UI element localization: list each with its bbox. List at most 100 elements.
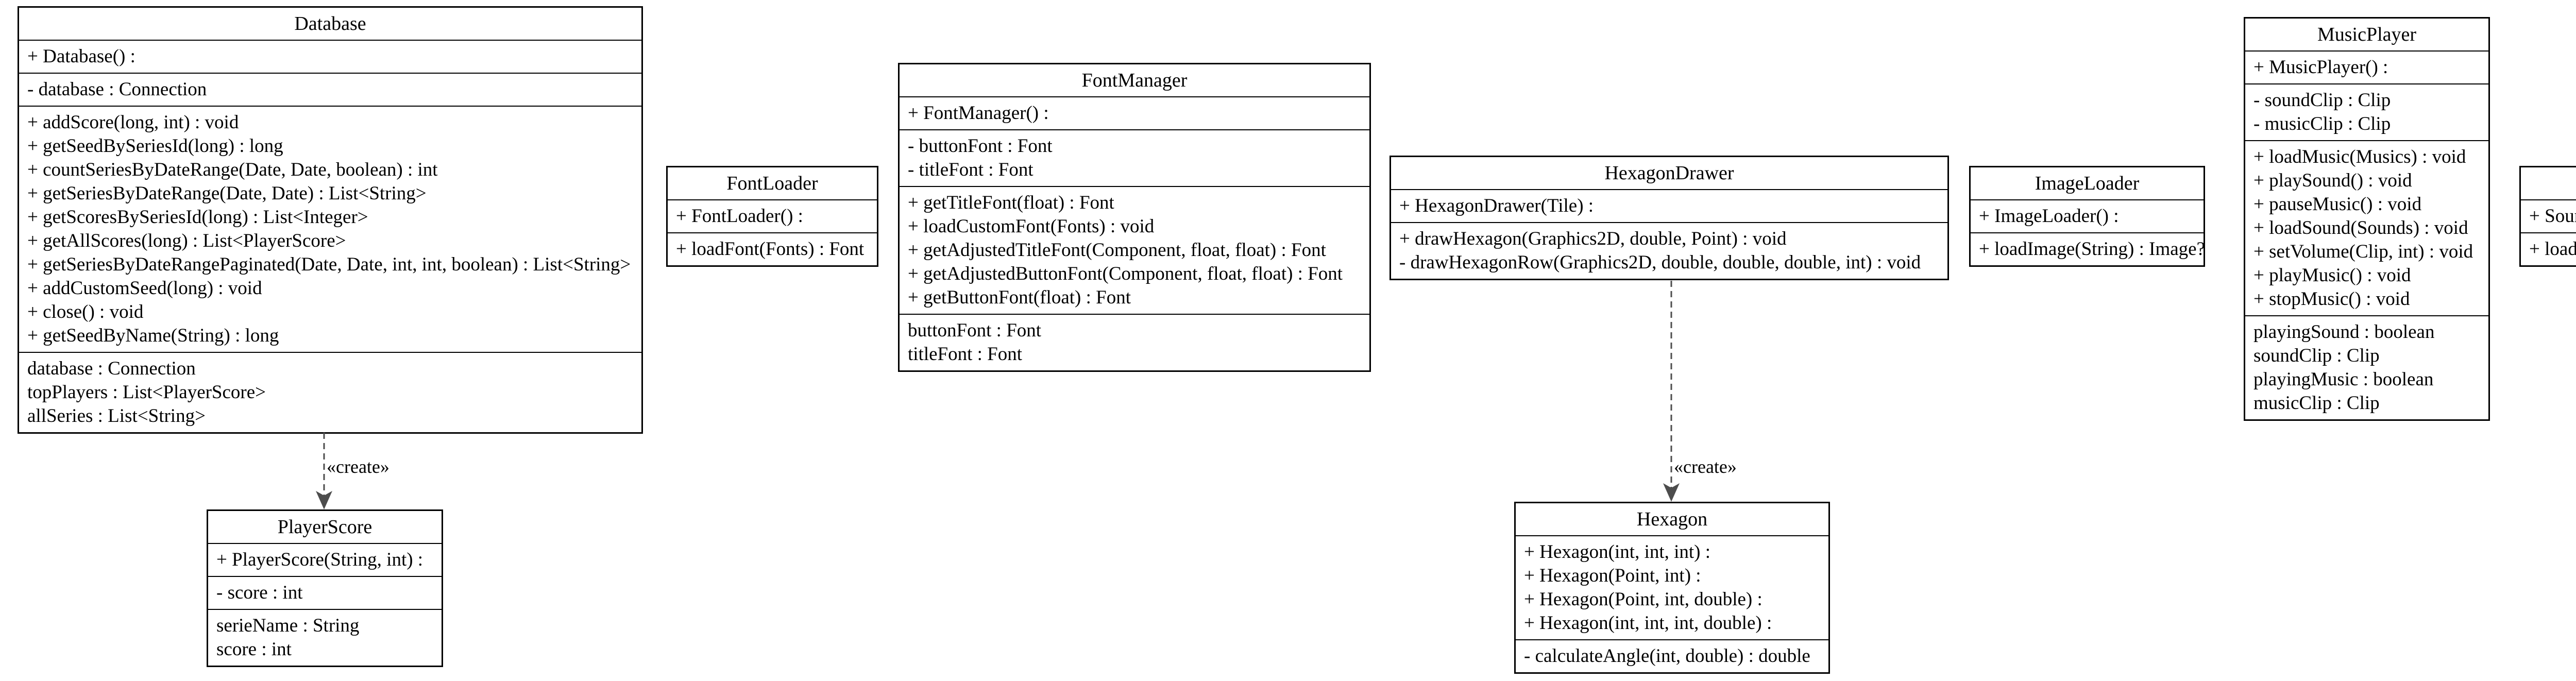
member-row: score : int xyxy=(216,639,292,660)
member-row: + getAdjustedButtonFont(Component, float… xyxy=(908,263,1343,284)
member-row: + loadMusic(String) : Clip? xyxy=(2529,239,2576,260)
member-row: + FontManager() : xyxy=(908,103,1049,124)
member-row: + getSeedBySeriesId(long) : long xyxy=(27,135,283,157)
member-row: + Database() : xyxy=(27,46,135,67)
class-soundloader: SoundLoader+ SoundLoader() :+ loadMusic(… xyxy=(2519,166,2576,267)
class-title: MusicPlayer xyxy=(2245,19,2488,52)
member-row: topPlayers : List<PlayerScore> xyxy=(27,382,266,403)
member-row: + getAdjustedTitleFont(Component, float,… xyxy=(908,240,1326,261)
member-row: + close() : void xyxy=(27,301,144,322)
member-row: + playSound() : void xyxy=(2253,170,2412,191)
member-row: + getScoresBySeriesId(long) : List<Integ… xyxy=(27,207,368,228)
member-row: + PlayerScore(String, int) : xyxy=(216,549,423,570)
member-row: - database : Connection xyxy=(27,79,207,100)
class-compartment: buttonFont : Font titleFont : Font xyxy=(900,315,1369,370)
member-row: + playMusic() : void xyxy=(2253,265,2411,286)
class-compartment: + FontLoader() : xyxy=(668,200,877,233)
member-row: + loadSound(Sounds) : void xyxy=(2253,217,2468,239)
class-compartment: - database : Connection xyxy=(19,74,641,107)
class-fontmanager: FontManager + FontManager() : - buttonFont… xyxy=(898,63,1371,372)
member-row: + addCustomSeed(long) : void xyxy=(27,278,262,299)
class-compartment: + loadImage(String) : Image? xyxy=(1971,233,2206,265)
class-title: Hexagon xyxy=(1516,503,1828,536)
member-row: + pauseMusic() : void xyxy=(2253,194,2422,215)
member-row: - score : int xyxy=(216,582,303,603)
member-row: + getAllScores(long) : List<PlayerScore> xyxy=(27,230,346,251)
member-row: + Hexagon(int, int, int, double) : xyxy=(1524,612,1772,634)
arrowhead-icon xyxy=(316,491,332,509)
member-row: - calculateAngle(int, double) : double xyxy=(1524,645,1810,667)
member-row: + stopMusic() : void xyxy=(2253,288,2410,310)
member-row: + drawHexagon(Graphics2D, double, Point)… xyxy=(1399,228,1787,249)
member-row: - titleFont : Font xyxy=(908,159,1033,180)
class-compartment: + loadFont(Fonts) : Font xyxy=(668,233,877,265)
member-row: + getSeriesByDateRange(Date, Date) : Lis… xyxy=(27,183,427,204)
member-row: + addScore(long, int) : void xyxy=(27,112,239,133)
member-row: database : Connection xyxy=(27,358,196,379)
class-compartment: + addScore(long, int) : void+ getSeedByS… xyxy=(19,107,641,353)
class-title: FontManager xyxy=(900,64,1369,97)
member-row: playingMusic : boolean xyxy=(2253,369,2434,390)
member-row: + loadMusic(Musics) : void xyxy=(2253,146,2466,167)
member-row: + loadCustomFont(Fonts) : void xyxy=(908,216,1155,237)
arrowhead-icon xyxy=(1663,483,1680,502)
class-compartment: + PlayerScore(String, int) : xyxy=(208,544,442,577)
class-hexagondrawer: HexagonDrawer + HexagonDrawer(Tile) : + dr… xyxy=(1389,156,1949,280)
class-playerscore: PlayerScore + PlayerScore(String, int) : -… xyxy=(207,509,443,667)
member-row: + ImageLoader() : xyxy=(1979,206,2119,227)
class-compartment: + loadMusic(Musics) : void + playSound() … xyxy=(2245,141,2488,316)
member-row: - buttonFont : Font xyxy=(908,135,1053,157)
class-compartment: database : Connection topPlayers : List<P… xyxy=(19,353,641,432)
class-title: HexagonDrawer xyxy=(1391,157,1947,190)
member-row: soundClip : Clip xyxy=(2253,345,2380,366)
class-database: Database+ Database() :- database : Conne… xyxy=(18,6,643,434)
class-compartment: + Database() : xyxy=(19,41,641,74)
class-title: ImageLoader xyxy=(1971,167,2204,200)
member-row: allSeries : List<String> xyxy=(27,405,206,427)
class-compartment: + HexagonDrawer(Tile) : xyxy=(1391,190,1947,223)
class-compartment: + Hexagon(int, int, int) : + Hexagon(Poin… xyxy=(1516,536,1828,640)
member-row: + loadFont(Fonts) : Font xyxy=(676,239,865,260)
create-dependency-arrow xyxy=(1663,281,1680,502)
class-title: FontLoader xyxy=(668,167,877,200)
class-compartment: + MusicPlayer() : xyxy=(2245,52,2488,84)
create-dependency-arrow xyxy=(316,433,332,509)
member-row: + getSeedByName(String) : long xyxy=(27,325,279,346)
member-row: playingSound : boolean xyxy=(2253,321,2435,343)
class-compartment: - buttonFont : Font- titleFont : Font xyxy=(900,130,1369,187)
class-compartment: serieName : String score : int xyxy=(208,610,442,666)
member-row: + getButtonFont(float) : Font xyxy=(908,287,1131,308)
member-row: + getTitleFont(float) : Font xyxy=(908,192,1114,213)
member-row: + Hexagon(Point, int, double) : xyxy=(1524,589,1762,610)
class-compartment: + loadMusic(String) : Clip? xyxy=(2521,233,2576,265)
member-row: + MusicPlayer() : xyxy=(2253,57,2388,78)
member-row: + loadImage(String) : Image? xyxy=(1979,239,2206,260)
member-row: serieName : String xyxy=(216,615,360,636)
member-row: + getSeriesByDateRangePaginated(Date, Da… xyxy=(27,254,631,275)
class-compartment: + drawHexagon(Graphics2D, double, Point)… xyxy=(1391,223,1947,279)
member-row: titleFont : Font xyxy=(908,344,1023,365)
member-row: buttonFont : Font xyxy=(908,320,1042,341)
member-row: + setVolume(Clip, int) : void xyxy=(2253,241,2473,262)
member-row: + Hexagon(int, int, int) : xyxy=(1524,541,1711,563)
class-imageloader: ImageLoader + ImageLoader() : + loadImage(… xyxy=(1969,166,2205,267)
class-compartment: + FontManager() : xyxy=(900,97,1369,130)
member-row: + HexagonDrawer(Tile) : xyxy=(1399,195,1594,216)
class-compartment: + SoundLoader() : xyxy=(2521,200,2576,233)
class-compartment: - calculateAngle(int, double) : double xyxy=(1516,640,1828,672)
class-musicplayer: MusicPlayer + MusicPlayer() : - soundClip … xyxy=(2244,17,2490,421)
class-hexagon: Hexagon+ Hexagon(int, int, int) :+ Hexag… xyxy=(1514,502,1830,674)
class-compartment: - score : int xyxy=(208,577,442,610)
member-row: + FontLoader() : xyxy=(676,206,803,227)
class-title: PlayerScore xyxy=(208,511,442,544)
member-row: + SoundLoader() : xyxy=(2529,206,2576,227)
member-row: + countSeriesByDateRange(Date, Date, boo… xyxy=(27,159,438,180)
member-row: - soundClip : Clip xyxy=(2253,90,2391,111)
member-row: - musicClip : Clip xyxy=(2253,113,2391,134)
member-row: - drawHexagonRow(Graphics2D, double, dou… xyxy=(1399,252,1921,273)
class-compartment: + ImageLoader() : xyxy=(1971,200,2204,233)
stereotype-label: «create» xyxy=(327,456,389,477)
class-compartment: - soundClip : Clip- musicClip : Clip xyxy=(2245,84,2488,141)
